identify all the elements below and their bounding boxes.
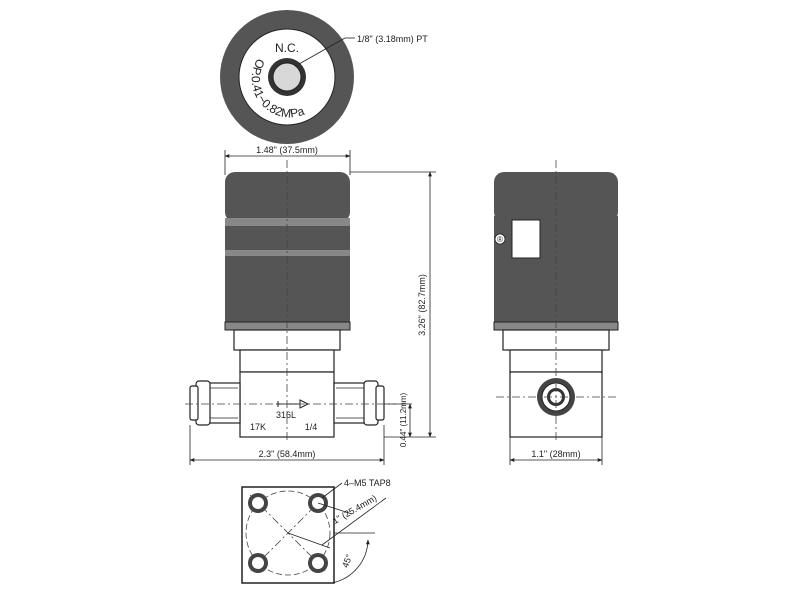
left-fitting [189,380,241,426]
base-width-dim-label: 2.3" (58.4mm) [259,449,316,459]
bottom-view: 4–M5 TAP8 1" (25.4mm) 45° [241,478,391,584]
side-width-dim-label: 1.1" (28mm) [531,449,580,459]
registered-mark: ® [497,235,503,244]
tap-label: 4–M5 TAP8 [344,478,391,488]
actuator-band-3 [225,250,350,256]
front-view: 1.48" (37.5mm) [185,145,436,465]
bolt-circle [245,490,331,576]
right-fitting [333,380,385,426]
front-left-label: 17K [250,422,266,432]
front-right-label: 1/4 [305,422,318,432]
registered-mark-circle [494,233,506,245]
actuator-band-2 [225,226,350,250]
angle-arc [331,539,370,584]
pitch-ext-2 [287,532,331,549]
tap-leader-line [321,482,343,499]
tap-hole-bottom-left [248,553,268,573]
tap-hole-bottom-right [308,553,328,573]
base-height-dim-label: 0.44" (11.2mm) [399,393,408,448]
angle-dim-label: 45° [340,552,354,569]
material-label: 316L [276,410,296,420]
pitch-ext-1 [317,502,353,515]
port-size-label: 1/8" (3.18mm) PT [357,34,428,44]
nc-label: N.C. [275,41,299,55]
top-view: N.C. OP.0.41~0.82MPa 1/8" (3.18mm) PT [220,10,428,144]
top-port-inner [272,62,302,92]
actuator-lower [225,256,350,324]
side-label-plate [511,219,541,259]
actuator-base-ring [224,321,351,331]
side-view: ® 1.1" (28mm) [493,160,619,465]
pitch-dim-line [321,497,387,546]
actuator-band-1 [225,218,350,226]
tap-hole-top-left [248,493,268,513]
front-height-dim-label: 3.26" (82.7mm) [417,274,427,336]
actuator-top-cap [225,172,350,222]
front-width-dim-label: 1.48" (37.5mm) [256,145,318,155]
port-leader-line [298,37,346,65]
